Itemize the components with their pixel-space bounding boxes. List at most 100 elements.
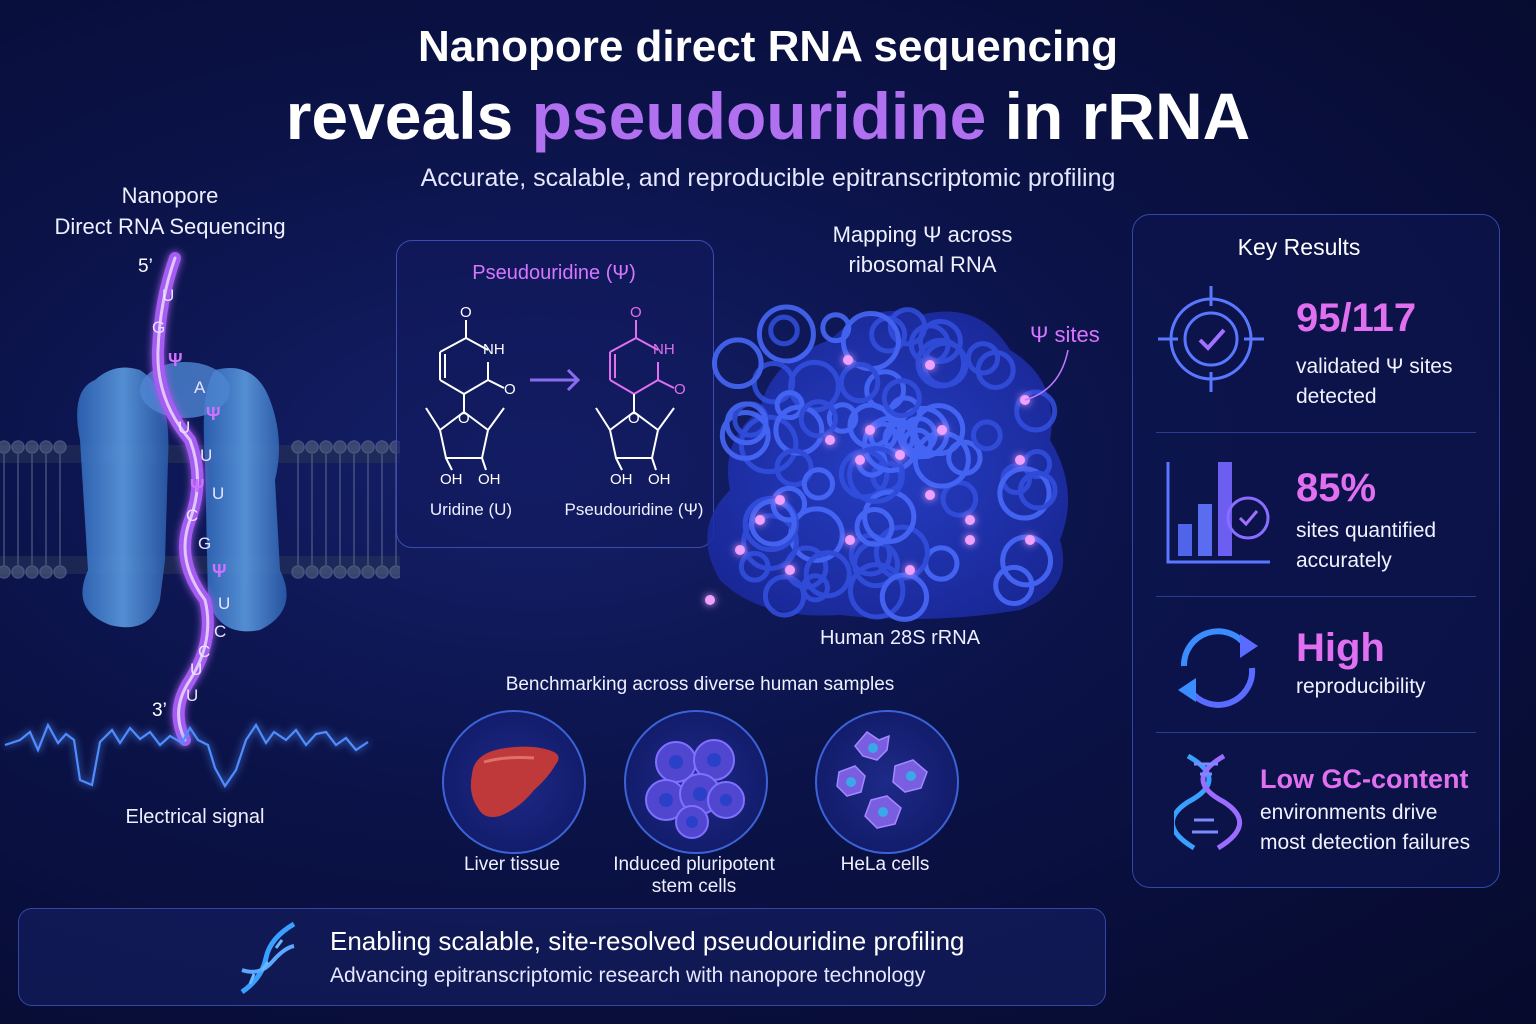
lipid-head — [0, 565, 11, 579]
rrna-loop — [970, 419, 1003, 452]
key-results-title: Key Results — [1237, 234, 1361, 260]
rrna-loop — [848, 562, 906, 620]
lipid-head — [375, 440, 389, 454]
psi-site-marker — [775, 495, 785, 505]
pseudouridine-structure — [595, 320, 675, 471]
rrna-loop — [774, 448, 814, 488]
rrna-loop — [975, 349, 1016, 390]
hela-cells-icon — [836, 731, 928, 829]
sample-label-hela-line-1: HeLa cells — [840, 854, 930, 875]
key-results-divider-2 — [1156, 596, 1476, 597]
result-1-value: 95/117 — [1296, 296, 1417, 340]
rrna-loop — [724, 401, 769, 446]
psi-site-marker — [937, 425, 947, 435]
result-3-desc: reproducibility — [1296, 672, 1426, 702]
lipid-head — [53, 440, 67, 454]
uridine-nh: NH — [483, 341, 505, 358]
psi-site-marker — [925, 490, 935, 500]
psi-site-marker — [865, 425, 875, 435]
psi-site-marker — [965, 535, 975, 545]
title-line-1: Nanopore direct RNA sequencing — [417, 22, 1119, 71]
lipid-head — [11, 440, 25, 454]
rrna-loop — [993, 564, 1035, 607]
lipid-head — [389, 565, 400, 579]
sequence-base: C — [198, 642, 211, 661]
nanopore-title-line-1: Nanopore — [121, 183, 219, 208]
end-5-label: 5’ — [138, 256, 153, 277]
psi-site-marker — [1025, 535, 1035, 545]
rrna-loop — [997, 466, 1052, 521]
nanopore-title-line-2: Direct RNA Sequencing — [54, 214, 286, 239]
rrna-loop — [1017, 470, 1058, 511]
pseudouridine-caption: Pseudouridine (Ψ) — [564, 500, 704, 519]
sequence-base: U — [190, 660, 203, 679]
rrna-loop — [965, 341, 1001, 376]
nanopore-protein — [77, 362, 287, 632]
lipid-head — [39, 565, 53, 579]
result-1-line-1: validated Ψ sites — [1296, 355, 1453, 378]
banner-headline: Enabling scalable, site-resolved pseudou… — [330, 926, 965, 956]
rrna-loop — [770, 485, 808, 523]
uridine-ring-o: O — [458, 410, 470, 427]
pseudo-o-top: O — [630, 304, 642, 321]
result-4-value: Low GC-content — [1260, 764, 1469, 794]
rrna-loop — [768, 314, 800, 347]
result-4-desc: environments drive most detection failur… — [1260, 798, 1470, 858]
rrna-loop — [1021, 448, 1053, 480]
lipid-head — [291, 565, 305, 579]
sequence-base: U — [212, 484, 225, 503]
rrna-loop — [738, 550, 771, 583]
rrna-loop — [826, 402, 859, 434]
psi-site-marker — [705, 595, 715, 605]
rrna-loop — [946, 439, 983, 476]
psi-sites-pointer — [1024, 349, 1069, 401]
rrna-loop — [801, 467, 836, 501]
uridine-o-top: O — [460, 304, 472, 321]
uridine-oh-2: OH — [478, 471, 501, 488]
pseudo-o-right: O — [674, 381, 686, 398]
psi-site-marker — [755, 515, 765, 525]
sequence-base: U — [218, 594, 231, 613]
liver-icon — [470, 746, 559, 817]
rrna-loop — [881, 378, 922, 419]
benchmark-title: Benchmarking across diverse human sample… — [505, 674, 895, 695]
result-2-line-2: accurately — [1296, 549, 1392, 572]
key-results-divider-1 — [1156, 432, 1476, 433]
psi-site-marker — [785, 565, 795, 575]
pseudo-oh-1: OH — [610, 471, 633, 488]
psi-site-marker — [905, 565, 915, 575]
pseudo-ring-o: O — [628, 410, 640, 427]
rrna-loop — [803, 550, 852, 599]
rrna-loop — [1014, 389, 1058, 433]
rrna-loop — [847, 446, 905, 504]
psi-site-marker — [1015, 455, 1025, 465]
lipid-head — [0, 440, 11, 454]
rrna-loop — [915, 337, 967, 389]
rrna-loop — [854, 506, 895, 547]
sequence-base: Ψ — [212, 561, 227, 581]
sample-label-ipsc-line-1: Induced pluripotent — [613, 854, 775, 875]
lipid-head — [25, 565, 39, 579]
title-prefix: reveals — [285, 79, 532, 153]
sample-label-liver-line-1: Liver tissue — [463, 854, 561, 875]
result-3-line-1: reproducibility — [1296, 675, 1426, 698]
rrna-map-title: Mapping Ψ across ribosomal RNA — [800, 220, 1045, 280]
sequence-base: A — [194, 378, 206, 397]
stem-cells-sample-circle — [624, 710, 768, 854]
psi-sites-label: Ψ sites — [1030, 322, 1100, 347]
psi-site-markers — [705, 355, 1035, 605]
conversion-arrow-icon — [530, 368, 581, 392]
lipid-head — [319, 440, 333, 454]
rrna-loop — [756, 304, 816, 364]
rrna-loop — [798, 399, 838, 439]
psi-site-marker — [843, 355, 853, 365]
psi-site-marker — [965, 515, 975, 525]
end-3-label: 3’ — [152, 700, 167, 721]
result-2-value: 85% — [1296, 466, 1377, 510]
sequence-base: C — [186, 506, 199, 525]
sequence-base: C — [214, 622, 227, 641]
nanopore-title: Nanopore Direct RNA Sequencing — [30, 180, 310, 242]
lipid-head — [347, 565, 361, 579]
hela-sample-circle — [815, 710, 959, 854]
target-check-icon — [1158, 286, 1264, 392]
